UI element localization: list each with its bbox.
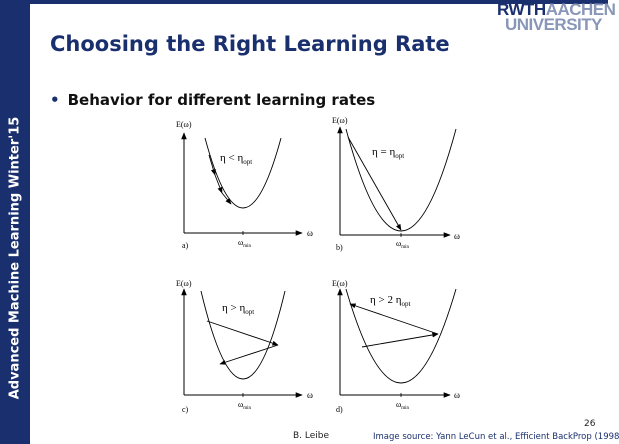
panel-d-error-curve xyxy=(345,288,457,384)
panel-c-step-2 xyxy=(219,344,279,365)
panel-a-label: a) xyxy=(182,241,189,250)
university-logo: RWTHAACHEN UNIVERSITY xyxy=(497,0,616,34)
panel-c-step-1 xyxy=(206,320,279,346)
panel-a-step-3 xyxy=(221,192,232,205)
panel-b-error-curve xyxy=(345,128,457,232)
panel-c: E(ω) ω η > ηopt ωmin c) xyxy=(176,279,313,414)
slide-title: Choosing the Right Learning Rate xyxy=(50,32,450,56)
panel-b: E(ω) ω η = ηopt ωmin b) xyxy=(332,116,460,252)
panel-d: E(ω) ω η > 2 ηopt ωmin d) xyxy=(332,279,460,414)
panel-d-condition: η > 2 ηopt xyxy=(370,294,410,308)
panel-c-label: c) xyxy=(182,405,189,414)
footer-author: B. Leibe xyxy=(293,431,330,441)
bullet-item: • Behavior for different learning rates xyxy=(50,91,375,109)
learning-rate-diagram: E(ω) ω η < ηopt ωmin a) E(ω) ω η = ηopt … xyxy=(160,113,470,433)
bullet-text: Behavior for different learning rates xyxy=(67,91,376,109)
panel-a-y-label: E(ω) xyxy=(176,120,192,129)
panel-c-condition: η > ηopt xyxy=(222,302,254,316)
panel-d-x-mark: ωmin xyxy=(396,400,410,411)
panel-a-x-mark: ωmin xyxy=(238,238,252,249)
panel-c-x-mark: ωmin xyxy=(238,400,252,411)
course-label: Advanced Machine Learning Winter'15 xyxy=(7,116,23,400)
panel-b-label: b) xyxy=(336,243,343,252)
panel-b-condition: η = ηopt xyxy=(372,146,404,160)
top-rule xyxy=(30,0,608,4)
logo-aachen: AACHEN xyxy=(545,0,616,19)
panel-a-condition: η < ηopt xyxy=(220,152,252,166)
footer-source: Image source: Yann LeCun et al., Efficie… xyxy=(373,432,619,442)
panel-c-x-label: ω xyxy=(307,390,313,400)
panel-b-x-label: ω xyxy=(454,231,460,241)
panel-b-x-mark: ωmin xyxy=(396,239,410,250)
panel-b-step-1 xyxy=(347,136,402,231)
bullet-dot: • xyxy=(50,91,60,109)
logo-university: UNIVERSITY xyxy=(504,15,603,34)
panel-b-y-label: E(ω) xyxy=(332,116,348,125)
panel-c-error-curve xyxy=(200,290,286,380)
panel-d-step-2 xyxy=(349,303,439,335)
page-number: 26 xyxy=(584,419,596,429)
panel-a-error-curve xyxy=(204,137,282,209)
panel-d-label: d) xyxy=(336,405,343,414)
panel-a-step-1 xyxy=(208,154,216,176)
panel-d-y-label: E(ω) xyxy=(332,279,348,288)
panel-a: E(ω) ω η < ηopt ωmin a) xyxy=(176,120,313,250)
sidebar: Advanced Machine Learning Winter'15 xyxy=(0,0,30,444)
panel-a-step-2 xyxy=(214,174,223,194)
panel-c-y-label: E(ω) xyxy=(176,279,192,288)
panel-d-step-1 xyxy=(361,332,439,348)
panel-d-x-label: ω xyxy=(454,390,460,400)
panel-a-x-label: ω xyxy=(307,228,313,238)
logo-rwth: RWTH xyxy=(497,0,546,19)
